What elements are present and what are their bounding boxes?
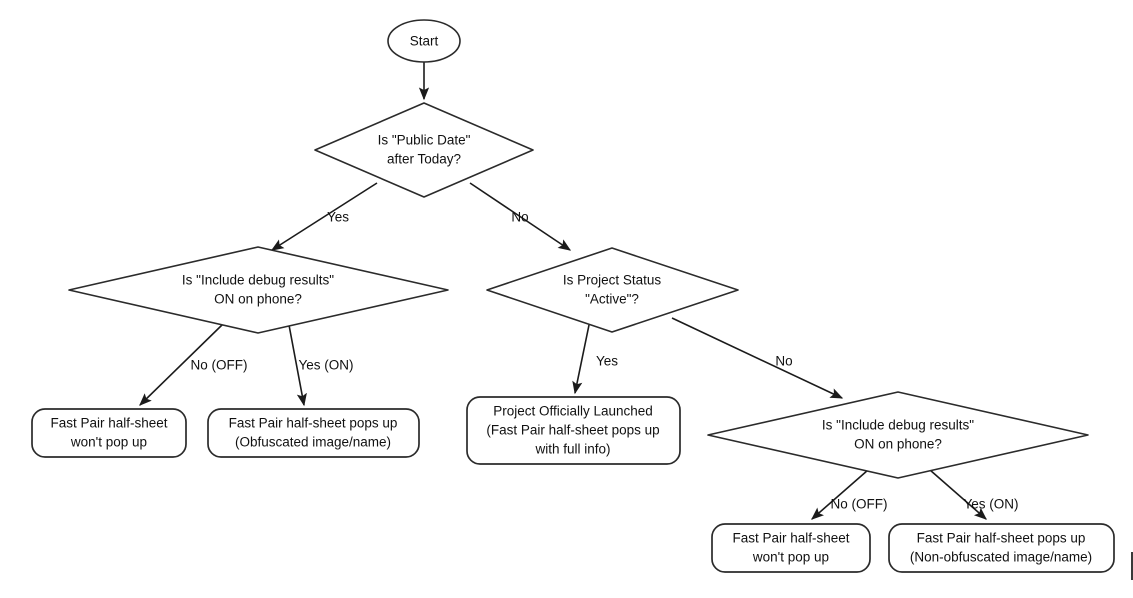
edge-debug-right-on (929, 469, 987, 520)
edge-label-public-date-no: No (511, 210, 528, 225)
debug-right-diamond (707, 391, 1089, 479)
edge-label-project-status-no: No (775, 354, 792, 369)
result-launched-line-3: with full info) (534, 442, 610, 457)
result-right-on-box (888, 523, 1115, 573)
debug-left-line-1: Is "Include debug results" (182, 273, 334, 288)
node-decision-debug-right[interactable]: Is "Include debug results" ON on phone? (707, 391, 1089, 479)
project-status-line-1: Is Project Status (563, 273, 662, 288)
debug-left-line-2: ON on phone? (214, 292, 302, 307)
edge-project-status-no (671, 317, 844, 399)
start-oval (387, 19, 461, 63)
result-right-off-line-1: Fast Pair half-sheet (732, 531, 849, 546)
public-date-line-2: after Today? (387, 152, 461, 167)
node-result-right-on[interactable]: Fast Pair half-sheet pops up (Non-obfusc… (888, 523, 1115, 573)
result-left-off-line-2: won't pop up (70, 435, 147, 450)
edges-group (139, 61, 987, 520)
edge-label-debug-left-on: Yes (ON) (298, 358, 353, 373)
node-decision-debug-left[interactable]: Is "Include debug results" ON on phone? (68, 246, 449, 334)
edge-label-public-date-yes: Yes (327, 210, 349, 225)
edge-debug-left-off (139, 324, 223, 406)
page-edge-marker (1131, 552, 1133, 580)
edge-label-debug-left-off: No (OFF) (191, 358, 248, 373)
result-left-on-box (207, 408, 420, 458)
node-result-right-off[interactable]: Fast Pair half-sheet won't pop up (711, 523, 871, 573)
project-status-diamond (486, 247, 739, 333)
debug-right-line-1: Is "Include debug results" (822, 418, 974, 433)
result-left-off-box (31, 408, 187, 458)
result-left-off-line-1: Fast Pair half-sheet (50, 416, 167, 431)
result-left-on-line-1: Fast Pair half-sheet pops up (229, 416, 398, 431)
node-result-left-on[interactable]: Fast Pair half-sheet pops up (Obfuscated… (207, 408, 420, 458)
node-decision-public-date[interactable]: Is "Public Date" after Today? (314, 102, 534, 198)
result-right-on-line-2: (Non-obfuscated image/name) (910, 550, 1092, 565)
result-right-off-line-2: won't pop up (752, 550, 829, 565)
edge-public-date-no (469, 182, 572, 251)
edge-debug-left-on (288, 324, 307, 407)
edge-project-status-yes (572, 324, 590, 395)
result-left-on-line-2: (Obfuscated image/name) (235, 435, 391, 450)
result-launched-line-1: Project Officially Launched (493, 404, 653, 419)
result-launched-box (466, 396, 681, 465)
node-decision-project-status[interactable]: Is Project Status "Active"? (486, 247, 739, 333)
edge-label-debug-right-off: No (OFF) (831, 497, 888, 512)
result-right-on-line-1: Fast Pair half-sheet pops up (917, 531, 1086, 546)
edge-public-date-yes (270, 182, 378, 251)
edge-label-debug-right-on: Yes (ON) (963, 497, 1018, 512)
result-right-off-box (711, 523, 871, 573)
node-start[interactable]: Start (387, 19, 461, 63)
result-launched-line-2: (Fast Pair half-sheet pops up (486, 423, 659, 438)
edge-labels-group: Yes No No (OFF) Yes (ON) Yes No No (OFF)… (191, 210, 1019, 512)
debug-left-diamond (68, 246, 449, 334)
public-date-line-1: Is "Public Date" (378, 133, 471, 148)
edge-label-project-status-yes: Yes (596, 354, 618, 369)
node-result-launched[interactable]: Project Officially Launched (Fast Pair h… (466, 396, 681, 465)
project-status-line-2: "Active"? (585, 292, 639, 307)
start-label: Start (410, 34, 439, 49)
public-date-diamond (314, 102, 534, 198)
node-result-left-off[interactable]: Fast Pair half-sheet won't pop up (31, 408, 187, 458)
edge-debug-right-off (811, 469, 869, 520)
debug-right-line-2: ON on phone? (854, 437, 942, 452)
